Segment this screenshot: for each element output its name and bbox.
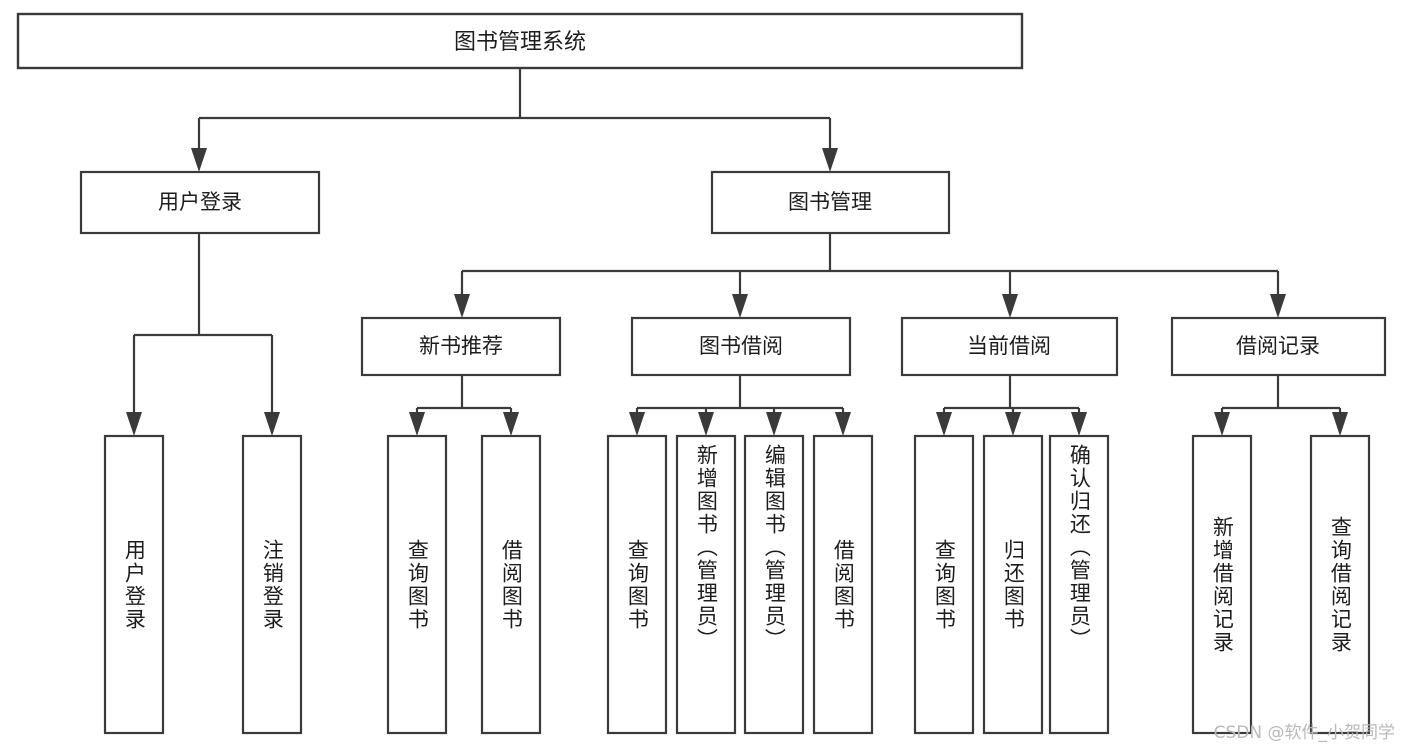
node-book-manage-box[interactable]: [710, 170, 951, 235]
arrow-bb-leaf3: [766, 412, 782, 436]
leaf-box-borrow-book[interactable]: [812, 434, 874, 735]
leaf-box-add-book[interactable]: [675, 434, 737, 735]
watermark-text: CSDN @软件_小贺同学: [1213, 723, 1395, 743]
node-current-borrow-box[interactable]: [900, 316, 1119, 377]
node-current-borrow-label: 当前借阅: [967, 334, 1051, 358]
arrow-to-new-book-rec: [454, 294, 470, 318]
leaf-box-query-record[interactable]: [1309, 434, 1371, 735]
leaf-box-confirm-return[interactable]: [1048, 434, 1110, 735]
arrow-to-current-borrow: [1002, 294, 1018, 318]
node-borrow-record-label: 借阅记录: [1236, 334, 1320, 358]
arrow-to-user-login: [191, 148, 207, 172]
node-new-book-rec-box[interactable]: [360, 316, 562, 377]
arrow-to-leaf-user-logout: [264, 412, 280, 436]
leaf-box-borrow-book-rec[interactable]: [480, 434, 542, 735]
arrow-to-leaf-user-login: [126, 412, 142, 436]
leaf-box-user-login[interactable]: [103, 434, 165, 735]
leaf-box-query-book-rec[interactable]: [386, 434, 448, 735]
node-root[interactable]: 图书管理系统: [16, 12, 1024, 70]
node-book-borrow[interactable]: 图书借阅: [630, 316, 852, 377]
leaf-box-user-logout[interactable]: [241, 434, 303, 735]
node-user-login-label: 用户登录: [158, 190, 242, 214]
node-book-borrow-box[interactable]: [630, 316, 852, 377]
leaf-box-return-book[interactable]: [982, 434, 1044, 735]
arrow-nbr-leaf2: [503, 412, 519, 436]
node-user-login-box[interactable]: [79, 170, 321, 235]
arrow-bb-leaf2: [698, 412, 714, 436]
arrow-cb-leaf2: [1005, 412, 1021, 436]
node-book-borrow-label: 图书借阅: [699, 334, 783, 358]
leaf-box-edit-book[interactable]: [743, 434, 805, 735]
node-root-box[interactable]: [16, 12, 1024, 70]
arrow-cb-leaf3: [1071, 412, 1087, 436]
arrow-nbr-leaf1: [409, 412, 425, 436]
arrow-bb-leaf1: [629, 412, 645, 436]
node-user-login[interactable]: 用户登录: [79, 170, 321, 235]
arrow-to-book-borrow: [732, 294, 748, 318]
arrow-br-leaf1: [1214, 412, 1230, 436]
arrow-br-leaf2: [1332, 412, 1348, 436]
arrow-to-book-manage: [822, 148, 838, 172]
connectors-group: [126, 68, 1348, 436]
node-root-label: 图书管理系统: [454, 30, 586, 55]
node-book-manage-label: 图书管理: [788, 190, 872, 214]
node-new-book-rec[interactable]: 新书推荐: [360, 316, 562, 377]
node-book-manage[interactable]: 图书管理: [710, 170, 951, 235]
arrow-cb-leaf1: [936, 412, 952, 436]
leaf-boxes-group: [103, 434, 1371, 735]
node-current-borrow[interactable]: 当前借阅: [900, 316, 1119, 377]
leaf-box-query-book-current[interactable]: [913, 434, 975, 735]
arrow-to-borrow-record: [1270, 294, 1286, 318]
leaf-box-add-record[interactable]: [1191, 434, 1253, 735]
node-borrow-record-box[interactable]: [1170, 316, 1387, 377]
leaf-box-query-book-borrow[interactable]: [606, 434, 668, 735]
node-borrow-record[interactable]: 借阅记录: [1170, 316, 1387, 377]
node-new-book-rec-label: 新书推荐: [419, 334, 503, 358]
arrow-bb-leaf4: [835, 412, 851, 436]
